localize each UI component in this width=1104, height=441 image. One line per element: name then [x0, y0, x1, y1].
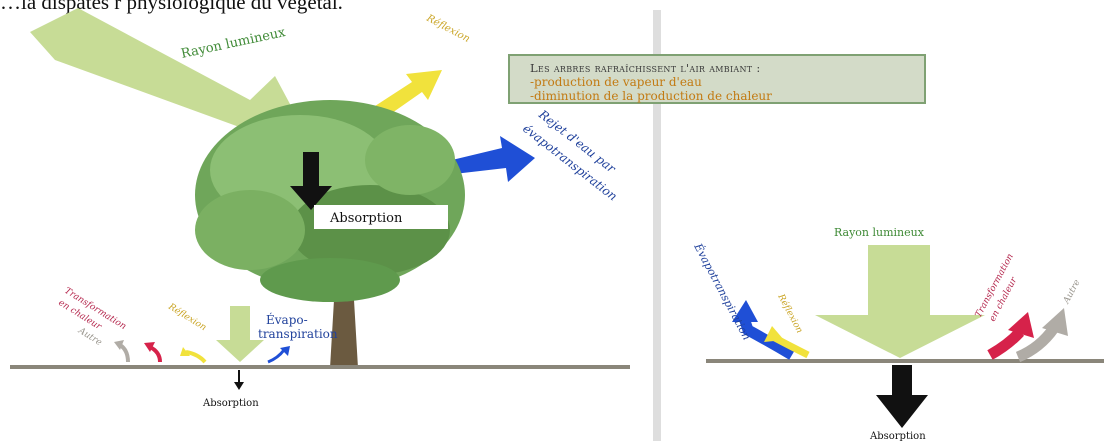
absorption-arrow-tree: [290, 152, 332, 210]
label-reflexion-right: Réflexion: [775, 291, 805, 335]
tree-canopy: [195, 100, 465, 302]
label-reflexion-left: Réflexion: [424, 12, 472, 44]
cut-header-text: …la dispâtes r physiologique du végétal.: [0, 0, 343, 14]
evapotranspiration-arrow: [452, 136, 535, 182]
absorption-arrow-right: [876, 365, 928, 428]
reflection-arrow-small: [185, 350, 207, 364]
label-absorption-ground: Absorption: [202, 398, 259, 409]
absorption-label-box: [314, 205, 448, 229]
label-absorption-right: Absorption: [869, 431, 926, 441]
reflection-arrow: [372, 70, 442, 120]
info-box: Les arbres rafraîchissent l'air ambiant …: [508, 54, 926, 104]
label-rayon-right: Rayon lumineux: [834, 226, 925, 239]
info-box-title: Les arbres rafraîchissent l'air ambiant …: [530, 61, 761, 75]
other-arrow-small: [118, 343, 130, 363]
label-evapo-right: Évapotranspiration: [691, 240, 754, 342]
label-evapo-left-2: transpiration: [258, 327, 338, 341]
label-reflexion-ground: Réflexion: [166, 301, 209, 334]
light-arrow-right: [815, 245, 985, 358]
label-autre-right: Autre: [1061, 278, 1082, 306]
info-box-line1: -production de vapeur d'eau: [530, 75, 702, 89]
ground-line-left: [10, 365, 630, 369]
other-arrow-right: [1015, 324, 1059, 363]
label-evapo-left-1: Évapo-: [266, 312, 308, 327]
heat-arrow-right: [987, 328, 1025, 360]
evapo-arrow-small: [267, 349, 286, 364]
info-box-line2: -diminution de la production de chaleur: [530, 89, 772, 103]
light-arrow-ground: [216, 306, 264, 362]
label-absorption-tree: Absorption: [329, 211, 403, 226]
divider: [653, 10, 661, 441]
label-rayon-left: Rayon lumineux: [180, 25, 288, 62]
ground-line-right: [706, 359, 1104, 363]
heat-arrow-small: [149, 345, 162, 363]
